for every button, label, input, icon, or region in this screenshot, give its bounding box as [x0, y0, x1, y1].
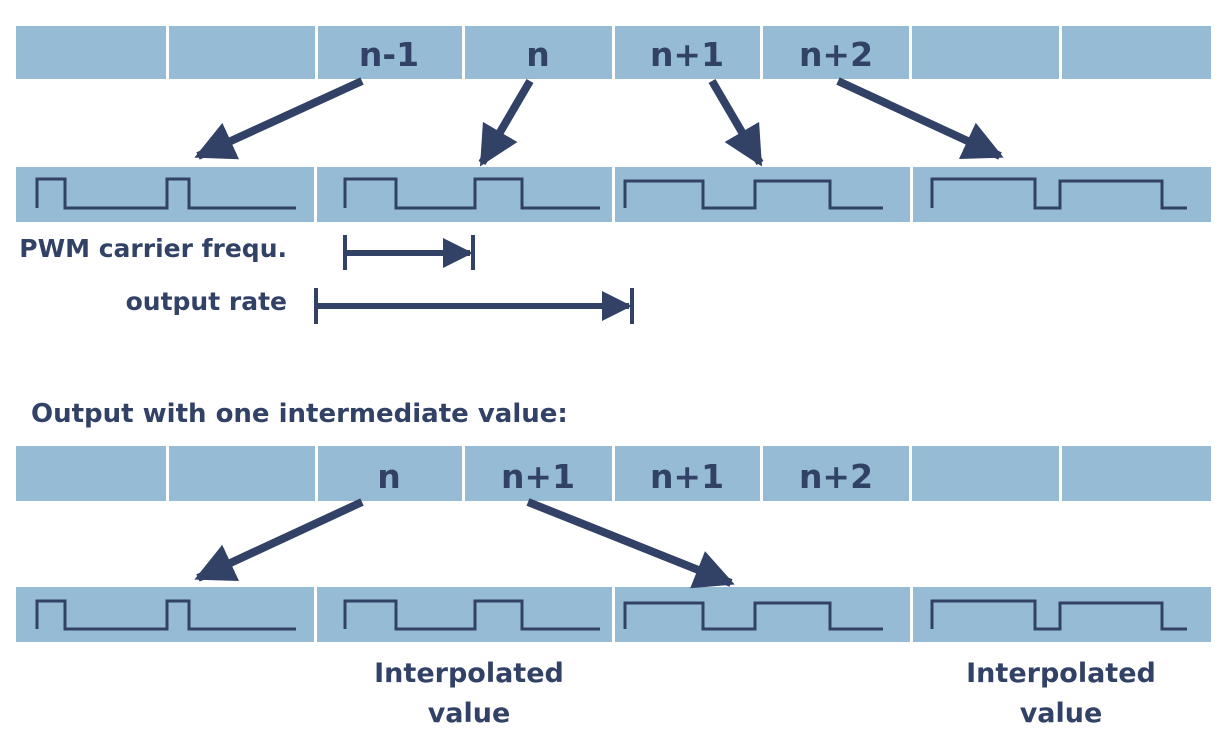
arrow: [194, 498, 364, 582]
bottom-pwm-cell: [16, 587, 314, 642]
pwm-waveform: [35, 599, 296, 631]
interpolated-value-caption: Interpolated value: [349, 654, 589, 734]
pwm-waveform: [930, 177, 1187, 210]
top-seq-cell: [912, 26, 1059, 79]
interpolated-caption-line2: value: [427, 698, 511, 729]
top-seq-label: n+1: [649, 35, 725, 74]
top-pwm-cell: [913, 167, 1211, 222]
interpolated-caption-line1: Interpolated: [966, 658, 1156, 689]
intermediate-value-heading: Output with one intermediate value:: [31, 399, 568, 429]
bottom-seq-cell: [1062, 446, 1211, 501]
bottom-seq-cell: [318, 446, 462, 501]
bottom-seq-label: n: [377, 457, 401, 496]
top-arrows: [194, 77, 1004, 167]
pwm-waveform: [343, 177, 600, 210]
bottom-seq-label: n+1: [500, 457, 576, 496]
top-pwm-cell: [16, 167, 314, 222]
output-rate-label: output rate: [125, 287, 287, 316]
pwm-waveform: [930, 599, 1187, 631]
top-seq-cell: [615, 26, 760, 79]
bottom-seq-label: n+2: [798, 457, 874, 496]
bottom-seq-cell: [16, 446, 166, 501]
bottom-arrows: [194, 498, 735, 589]
arrow: [708, 78, 764, 167]
top-seq-label: n-1: [358, 35, 420, 74]
arrow: [478, 78, 534, 167]
top-sequence-row: [16, 26, 1211, 79]
top-seq-cell: [169, 26, 315, 79]
arrow: [836, 77, 1004, 160]
top-seq-cell: [465, 26, 612, 79]
bottom-seq-cell: [912, 446, 1059, 501]
top-pwm-cell: [615, 167, 910, 222]
bottom-seq-label: n+1: [649, 457, 725, 496]
bottom-pwm-row: [16, 587, 1211, 642]
top-seq-cell: [318, 26, 462, 79]
pwm-waveform: [35, 177, 296, 210]
pwm-waveform: [343, 599, 600, 631]
top-pwm-row: [16, 167, 1211, 222]
top-seq-cell: [16, 26, 166, 79]
bottom-seq-cell: [169, 446, 315, 501]
bottom-seq-cell: [615, 446, 760, 501]
bottom-pwm-cell: [615, 587, 910, 642]
interpolated-caption-line2: value: [1019, 698, 1103, 729]
period-indicators: [314, 235, 634, 324]
top-seq-cell: [1062, 26, 1211, 79]
bottom-seq-cell: [465, 446, 612, 501]
pwm-waveform: [623, 179, 883, 210]
arrow: [526, 498, 735, 589]
interpolated-value-caption: Interpolated value: [941, 654, 1181, 734]
bottom-pwm-cell: [317, 587, 612, 642]
top-seq-label: n+2: [798, 35, 874, 74]
arrow: [194, 77, 364, 160]
pwm-waveform: [623, 601, 883, 631]
top-seq-label: n: [526, 35, 550, 74]
top-pwm-waveforms: [35, 177, 1187, 210]
bottom-pwm-waveforms: [35, 599, 1187, 631]
interpolated-caption-line1: Interpolated: [374, 658, 564, 689]
pwm-carrier-label: PWM carrier frequ.: [19, 234, 287, 263]
top-pwm-cell: [317, 167, 612, 222]
bottom-seq-cell: [763, 446, 909, 501]
bottom-sequence-row: [16, 446, 1211, 501]
bottom-pwm-cell: [913, 587, 1211, 642]
top-seq-cell: [763, 26, 909, 79]
